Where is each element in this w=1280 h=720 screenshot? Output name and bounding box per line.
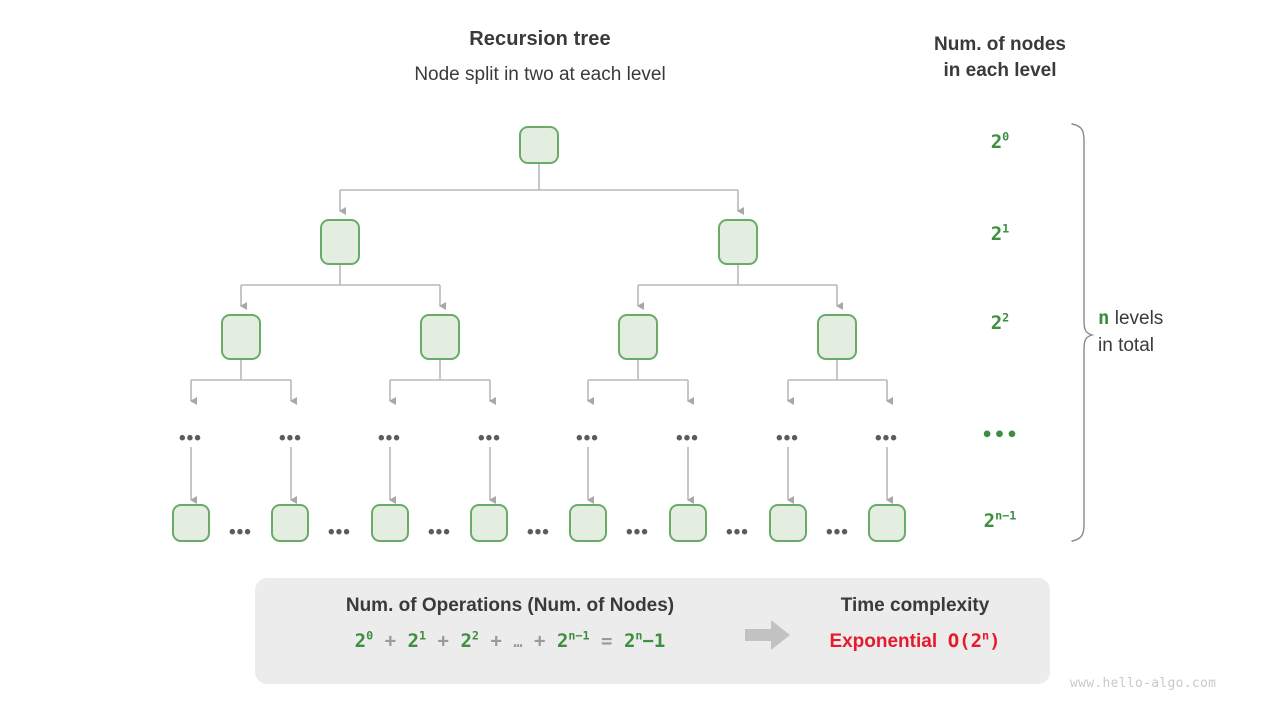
row-ellipsis: •••	[626, 522, 649, 543]
formula-result-base: 2	[623, 630, 636, 652]
nodes-per-level-heading-line1: Num. of nodes	[934, 34, 1066, 55]
tree-node	[519, 126, 559, 164]
row-ellipsis: •••	[527, 522, 550, 543]
tree-node	[718, 219, 758, 265]
row-ellipsis: •••	[229, 522, 252, 543]
level-count-last-base: 2	[983, 510, 996, 532]
row-ellipsis: •••	[726, 522, 749, 543]
complexity-bigo: O(2n)	[948, 630, 1001, 652]
total-levels-label: n levels in total	[1098, 305, 1268, 359]
watermark: www.hello-algo.com	[1070, 676, 1217, 691]
operations-heading: Num. of Operations (Num. of Nodes)	[345, 595, 675, 616]
tree-node	[172, 504, 210, 542]
nodes-per-level-heading-line2: in each level	[943, 60, 1057, 81]
tree-node	[371, 504, 409, 542]
level-count-1-exponent: 1	[1002, 221, 1010, 236]
formula-term-1-base: 2	[354, 630, 367, 652]
tree-node	[420, 314, 460, 360]
formula-term-4-base: 2	[556, 630, 569, 652]
level-count-0-exponent: 0	[1002, 129, 1010, 144]
nodes-per-level-heading: Num. of nodes in each level	[880, 32, 1120, 84]
tree-node	[618, 314, 658, 360]
operations-formula: 20 + 21 + 22 + … + 2n−1 = 2n−1	[275, 628, 745, 655]
formula-term-3-base: 2	[460, 630, 472, 652]
formula-op-4: +	[533, 630, 546, 652]
total-levels-line2: in total	[1098, 335, 1154, 356]
tree-node	[868, 504, 906, 542]
row-ellipsis: •••	[328, 522, 351, 543]
formula-equals: =	[601, 630, 613, 652]
node-ellipsis: •••	[179, 428, 202, 449]
level-count-0-base: 2	[990, 131, 1003, 153]
tree-node	[470, 504, 508, 542]
level-count-2: 22	[940, 312, 1060, 334]
formula-term-4-exponent: n−1	[568, 628, 590, 643]
node-ellipsis: •••	[875, 428, 898, 449]
complexity-bigo-prefix: O(2	[947, 630, 983, 652]
complexity-value: Exponential O(2n)	[795, 628, 1035, 655]
formula-term-2-exponent: 1	[418, 628, 427, 643]
total-levels-line1: n levels	[1098, 305, 1268, 332]
formula-result-tail: −1	[642, 630, 666, 652]
tree-node	[769, 504, 807, 542]
levels-variable: n	[1098, 307, 1110, 329]
tree-node	[221, 314, 261, 360]
row-ellipsis: •••	[428, 522, 451, 543]
tree-node	[669, 504, 707, 542]
complexity-word: Exponential	[829, 631, 938, 652]
level-count-last-exponent: n−1	[995, 508, 1017, 523]
level-count-2-exponent: 2	[1002, 310, 1010, 325]
level-count-2-base: 2	[990, 312, 1003, 334]
tree-node	[569, 504, 607, 542]
level-count-ellipsis: •••	[981, 424, 1019, 446]
level-count-1: 21	[940, 223, 1060, 245]
node-ellipsis: •••	[676, 428, 699, 449]
complexity-bigo-suffix: )	[989, 630, 1001, 652]
formula-term-3-exponent: 2	[471, 628, 479, 643]
formula-term-2-base: 2	[407, 630, 419, 652]
formula-op-1: +	[384, 630, 397, 652]
formula-op-2: +	[437, 630, 449, 652]
formula-result-exponent: n	[635, 628, 643, 643]
complexity-column: Time complexity Exponential O(2n)	[795, 592, 1035, 655]
formula-op-3: +	[490, 630, 502, 652]
level-count-1-base: 2	[990, 223, 1003, 245]
row-ellipsis: •••	[826, 522, 849, 543]
levels-word: levels	[1114, 308, 1164, 329]
page-title: Recursion tree	[469, 28, 611, 50]
node-ellipsis: •••	[378, 428, 401, 449]
level-count-last: 2n−1	[940, 510, 1060, 532]
complexity-bigo-exponent: n	[982, 628, 990, 643]
node-ellipsis: •••	[279, 428, 302, 449]
implies-arrow-icon	[745, 620, 790, 650]
complexity-heading: Time complexity	[840, 595, 990, 616]
node-ellipsis: •••	[478, 428, 501, 449]
operations-column: Num. of Operations (Num. of Nodes) 20 + …	[275, 592, 745, 655]
page-subtitle: Node split in two at each level	[414, 64, 666, 85]
level-count-0: 20	[940, 131, 1060, 153]
formula-ellipsis: …	[513, 633, 523, 651]
summary-panel: Num. of Operations (Num. of Nodes) 20 + …	[255, 578, 1050, 684]
tree-node	[817, 314, 857, 360]
node-ellipsis: •••	[776, 428, 799, 449]
formula-term-1-exponent: 0	[366, 628, 374, 643]
tree-node	[320, 219, 360, 265]
node-ellipsis: •••	[576, 428, 599, 449]
tree-node	[271, 504, 309, 542]
levels-brace	[1071, 123, 1095, 542]
